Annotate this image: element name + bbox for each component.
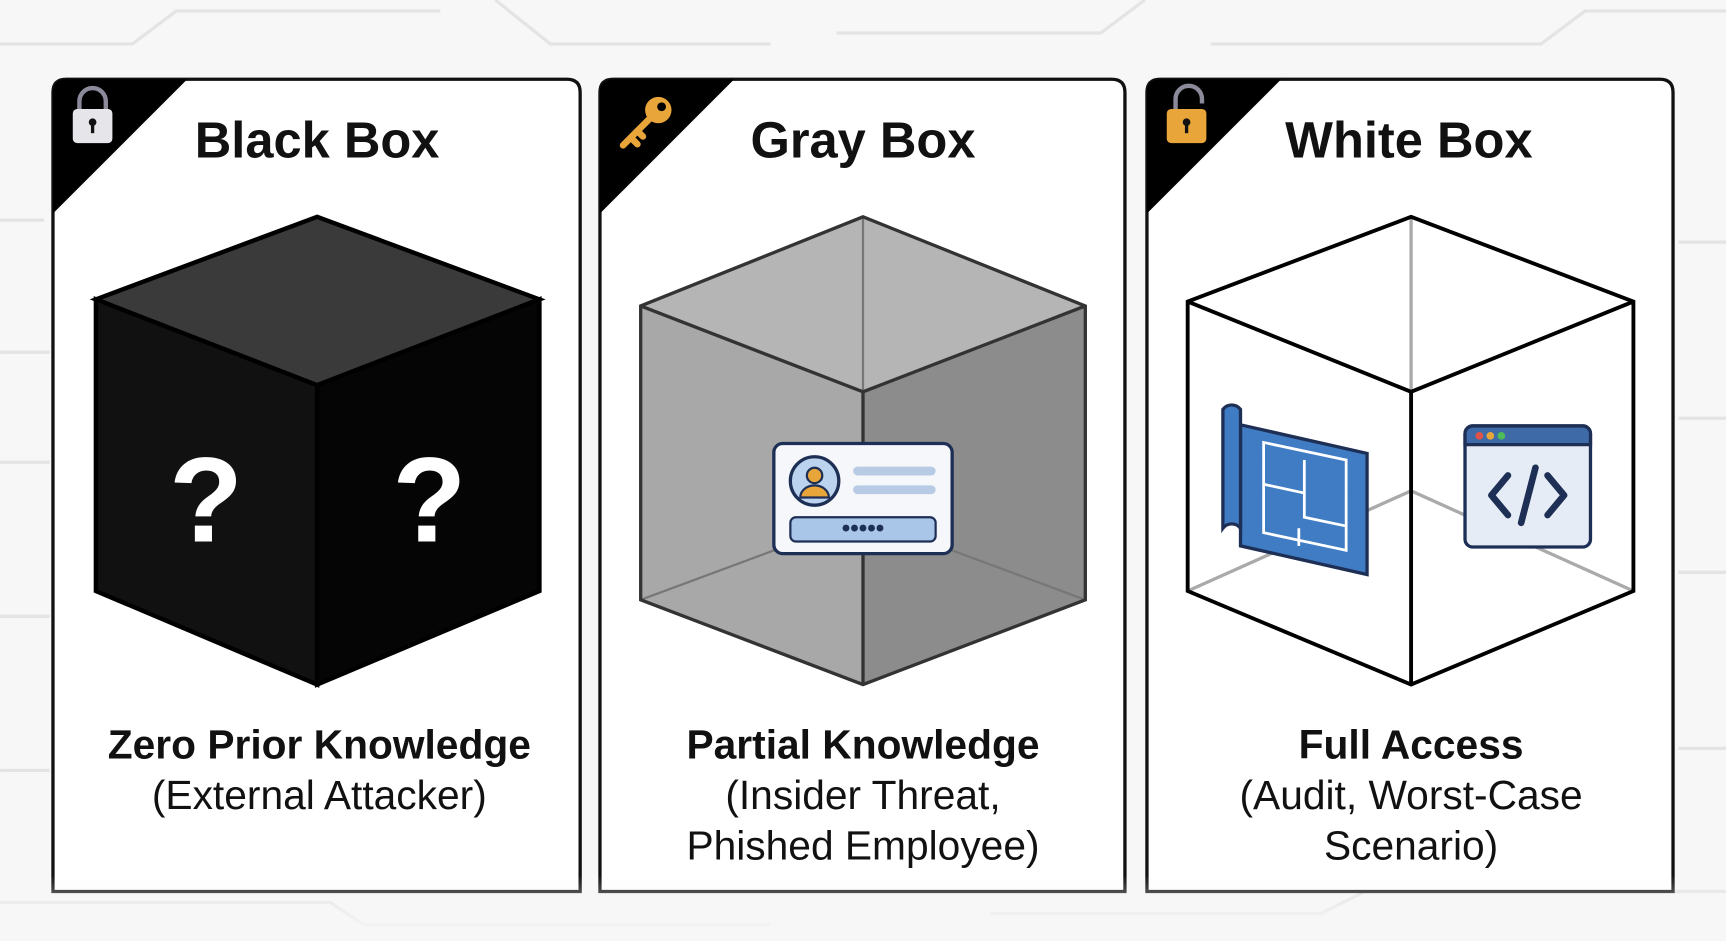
id-card-icon: ••••• (772, 441, 954, 556)
padlock-locked-icon (72, 85, 113, 144)
card-heading: Full Access (1299, 721, 1524, 767)
card-black-box: ? ? (51, 77, 582, 894)
bottom-fade (0, 874, 1726, 941)
card-description: (External Attacker) (152, 772, 487, 818)
card-white-box (1145, 77, 1675, 894)
card-description: (Audit, Worst-Case (1239, 772, 1582, 818)
card-description: Phished Employee) (686, 823, 1039, 869)
card-gray-box: ••••• (598, 77, 1127, 894)
card-description: (Insider Threat, (725, 772, 1000, 818)
blueprint-icon (1221, 403, 1369, 577)
key-icon (619, 96, 672, 149)
code-window-icon (1463, 424, 1593, 549)
padlock-unlocked-icon (1166, 83, 1207, 144)
card-heading: Partial Knowledge (687, 721, 1040, 767)
card-texts: Black Box Zero Prior Knowledge (External… (108, 111, 1583, 868)
question-mark-icon: ? (392, 431, 466, 567)
password-dots: ••••• (842, 515, 884, 542)
card-heading: Zero Prior Knowledge (108, 721, 531, 767)
corner-badge (599, 79, 735, 214)
card-description: Scenario) (1324, 823, 1498, 869)
white-cube (1185, 214, 1636, 687)
card-title: Black Box (195, 111, 440, 168)
black-cube: ? ? (89, 214, 546, 688)
question-mark-icon: ? (169, 431, 243, 567)
card-title: Gray Box (750, 111, 975, 168)
card-title: White Box (1285, 111, 1532, 168)
